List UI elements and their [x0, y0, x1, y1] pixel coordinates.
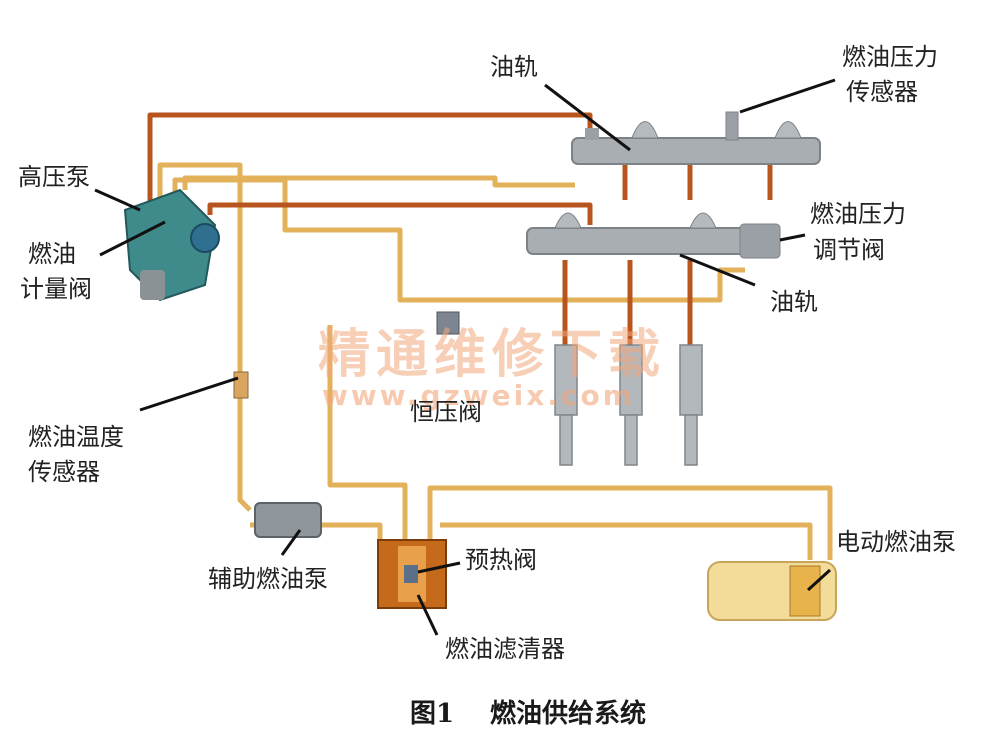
- watermark-line2: www.gzweix.com: [322, 379, 635, 412]
- label-fuel-filter: 燃油滤清器: [445, 635, 565, 663]
- hp-line-top-rail: [147, 112, 593, 205]
- constant-pressure-valve: [436, 311, 460, 335]
- figure-number: 图1: [410, 699, 454, 729]
- fuel-temp-sensor: [233, 371, 249, 399]
- electric-pump-body: [789, 565, 821, 617]
- pump-shaft: [140, 270, 165, 300]
- fuel-tank: [707, 561, 837, 621]
- label-rail-top: 油轨: [490, 53, 538, 81]
- aux-fuel-pump: [254, 502, 322, 538]
- injector-2: [619, 344, 643, 466]
- pressure-regulator-body: [739, 223, 781, 259]
- injector-3: [679, 344, 703, 466]
- high-pressure-lines: [147, 112, 773, 345]
- leader-lines: [94, 78, 836, 636]
- preheat-valve-body: [404, 565, 418, 583]
- label-metering-valve-l1: 燃油: [28, 240, 76, 268]
- label-electric-fuel-pump: 电动燃油泵: [836, 528, 956, 556]
- figure-title: 燃油供给系统: [490, 698, 646, 729]
- tank-line-1: [427, 485, 833, 560]
- label-pressure-regulator-l2: 调节阀: [813, 236, 885, 264]
- label-preheat-valve: 预热阀: [465, 546, 537, 574]
- hp-line-bottom-rail: [207, 202, 593, 225]
- watermark-line1: 精通维修下载: [318, 325, 666, 385]
- low-pressure-lines: [157, 162, 833, 560]
- label-pressure-sensor-l2: 传感器: [846, 78, 918, 106]
- label-rail-bottom: 油轨: [770, 288, 818, 316]
- injectors: [554, 344, 703, 466]
- high-pressure-pump: [123, 188, 220, 302]
- label-pressure-regulator-l1: 燃油压力: [810, 200, 906, 228]
- pressure-sensor-body: [725, 111, 739, 141]
- label-high-pressure-pump: 高压泵: [18, 163, 90, 191]
- rail-return-line: [400, 267, 745, 303]
- label-fuel-temp-sensor-l1: 燃油温度: [28, 423, 124, 451]
- rail-bottom: [526, 212, 781, 259]
- rail-top: [571, 111, 821, 165]
- label-aux-fuel-pump: 辅助燃油泵: [208, 565, 328, 593]
- constant-valve-line: [327, 325, 408, 545]
- label-constant-pressure-valve: 恒压阀: [410, 398, 482, 426]
- tank-line-2: [440, 522, 813, 560]
- label-metering-valve-l2: 计量阀: [20, 275, 92, 303]
- injector-1: [554, 344, 578, 466]
- upper-return-line: [182, 175, 575, 190]
- fuel-filter: [377, 539, 447, 609]
- label-fuel-temp-sensor-l2: 传感器: [28, 458, 100, 486]
- return-line-top: [157, 162, 252, 512]
- label-pressure-sensor-l1: 燃油压力: [842, 43, 938, 71]
